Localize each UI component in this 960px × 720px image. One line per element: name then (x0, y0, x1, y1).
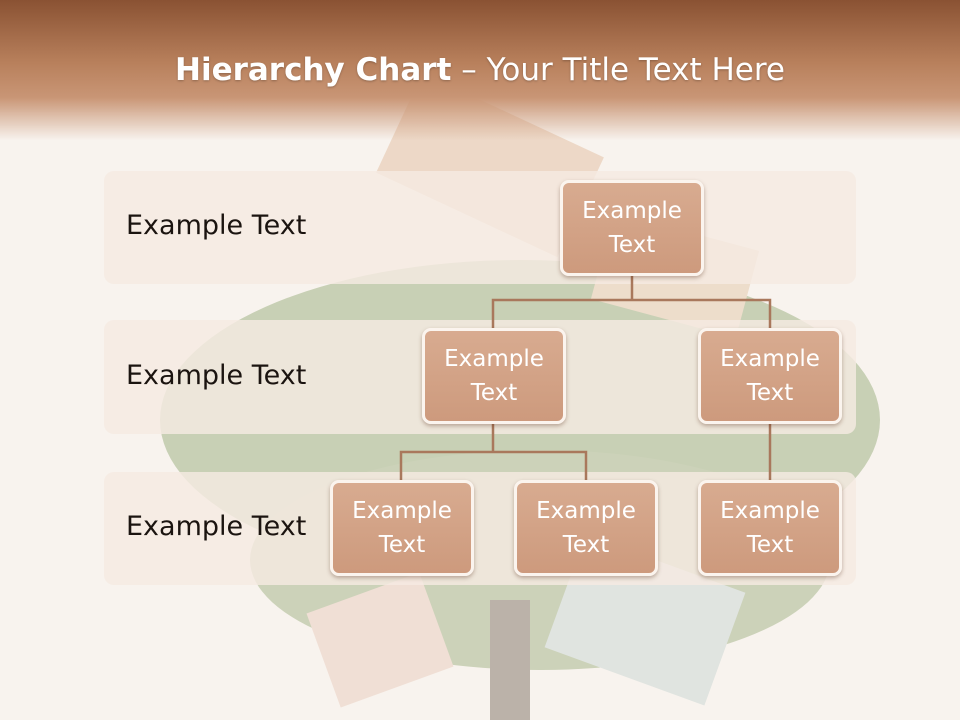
node-level3-right[interactable]: Example Text (698, 480, 842, 576)
level-label-3[interactable]: Example Text (126, 511, 307, 542)
level-label-2[interactable]: Example Text (126, 360, 307, 391)
title-separator: – (451, 52, 487, 88)
title-bar (0, 0, 960, 140)
level-band-1: Example Text (104, 171, 856, 284)
slide-title: Hierarchy Chart – Your Title Text Here (0, 52, 960, 88)
node-level3-left[interactable]: Example Text (330, 480, 474, 576)
title-rest: Your Title Text Here (486, 52, 785, 88)
node-level2-left[interactable]: Example Text (422, 328, 566, 424)
node-level3-middle[interactable]: Example Text (514, 480, 658, 576)
node-level2-right[interactable]: Example Text (698, 328, 842, 424)
node-root[interactable]: Example Text (560, 180, 704, 276)
level-label-1[interactable]: Example Text (126, 210, 307, 241)
title-bold: Hierarchy Chart (175, 52, 452, 88)
